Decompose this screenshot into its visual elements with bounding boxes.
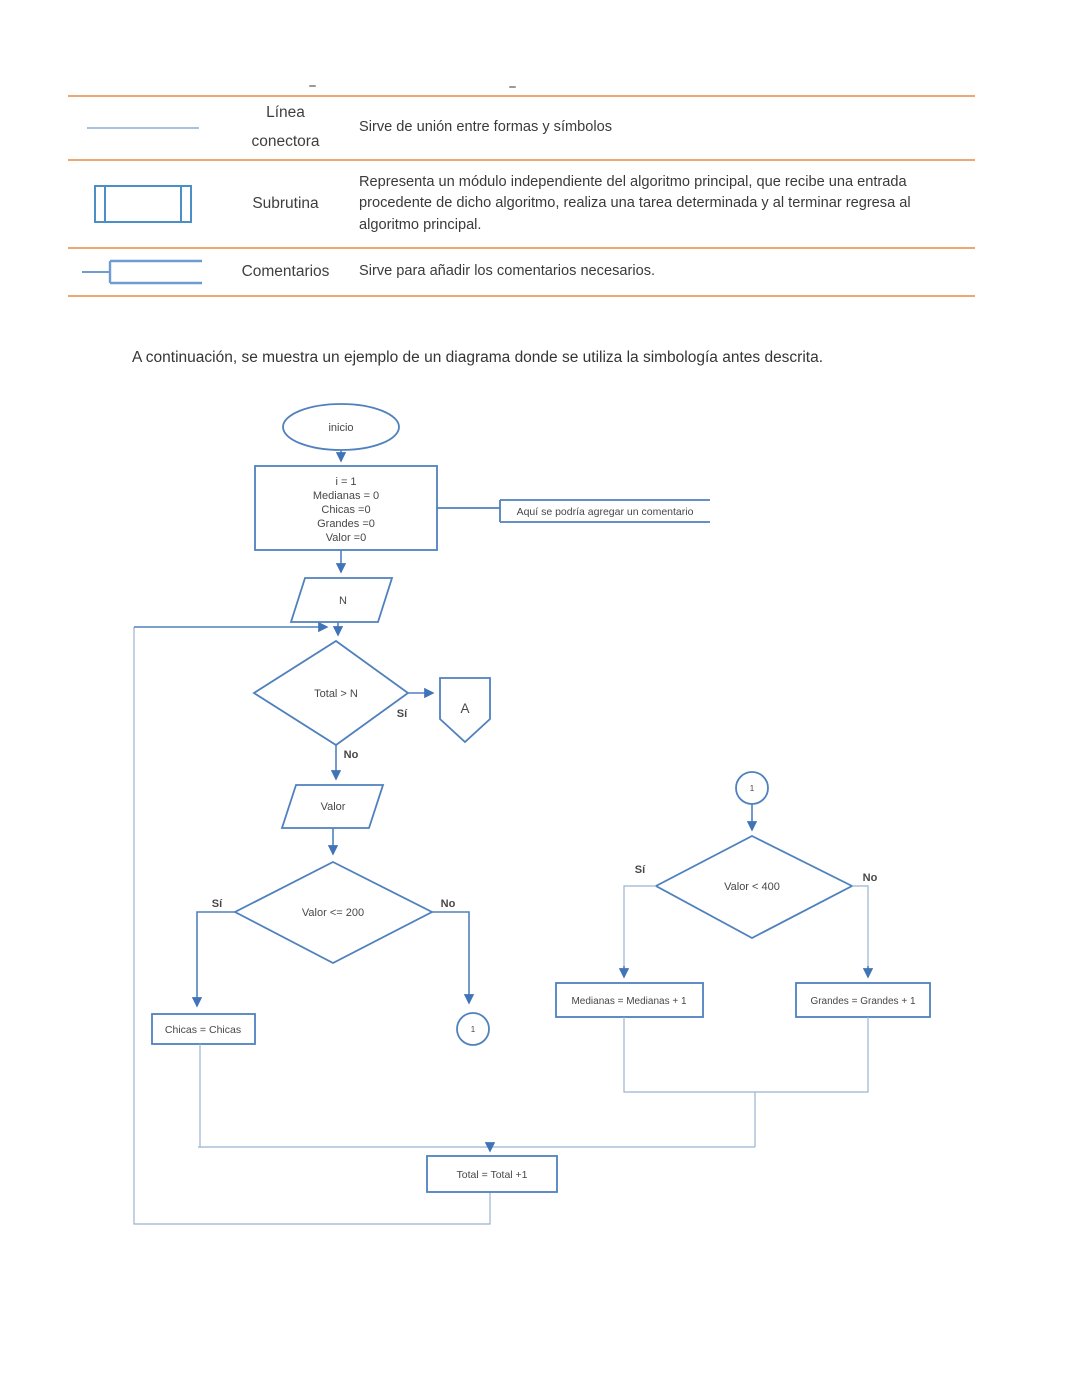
no-label: No bbox=[344, 749, 359, 761]
init-line: Medianas = 0 bbox=[313, 490, 379, 502]
intro-text: A continuación, se muestra un ejemplo de… bbox=[132, 349, 824, 366]
symbol-description: Sirve para añadir los comentarios necesa… bbox=[359, 263, 656, 280]
connector-1-circle bbox=[456, 1012, 490, 1046]
yes-branch-line bbox=[191, 911, 235, 1008]
decision-400-diamond bbox=[654, 834, 854, 940]
loop-back-line bbox=[133, 627, 491, 1225]
symbol-label: Línea conectora bbox=[251, 104, 320, 150]
comment-icon bbox=[68, 258, 218, 286]
symbol-description: Sirve de unión entre formas y símbolos bbox=[359, 119, 613, 136]
connector-1-label: 1 bbox=[471, 1025, 476, 1034]
init-line: i = 1 bbox=[335, 476, 356, 488]
decision-400-label: Valor < 400 bbox=[724, 881, 780, 893]
input-n-label: N bbox=[339, 595, 347, 607]
subroutine-icon bbox=[68, 184, 218, 224]
comment-label: Aquí se podría agregar un comentario bbox=[517, 506, 694, 518]
no-branch-line bbox=[432, 911, 475, 1005]
grandes-label: Grandes = Grandes + 1 bbox=[810, 996, 916, 1007]
yes-branch-line bbox=[623, 885, 656, 971]
decision-200-diamond bbox=[233, 860, 434, 965]
merge-lines bbox=[623, 1017, 869, 1147]
symbol-description: Representa un módulo independiente del a… bbox=[359, 174, 911, 233]
decision-total-label: Total > N bbox=[314, 688, 358, 700]
no-label: No bbox=[441, 898, 456, 910]
crop-mark bbox=[309, 85, 316, 87]
symbol-table: Línea conectora Sirve de unión entre for… bbox=[68, 95, 975, 297]
init-line: Chicas =0 bbox=[321, 504, 370, 516]
medianas-process-box bbox=[555, 982, 704, 1018]
total-label: Total = Total +1 bbox=[456, 1169, 527, 1181]
medianas-label: Medianas = Medianas + 1 bbox=[571, 996, 687, 1007]
comment-bracket bbox=[437, 499, 710, 523]
yes-label: Sí bbox=[635, 864, 646, 876]
yes-label: Sí bbox=[212, 898, 223, 910]
input-n-parallelogram bbox=[289, 577, 394, 623]
offpage-connector-a bbox=[439, 677, 491, 744]
table-row-linea-conectora: Línea conectora Sirve de unión entre for… bbox=[68, 95, 975, 159]
input-valor-label: Valor bbox=[321, 801, 346, 813]
offpage-a-label: A bbox=[460, 701, 469, 716]
yes-label: Sí bbox=[397, 708, 408, 720]
init-line: Grandes =0 bbox=[317, 518, 375, 530]
symbol-label: Comentarios bbox=[241, 262, 330, 280]
symbol-label: Subrutina bbox=[252, 194, 319, 212]
table-row-comentarios: Comentarios Sirve para añadir los coment… bbox=[68, 247, 975, 297]
no-label: No bbox=[863, 872, 878, 884]
connector-line-icon bbox=[68, 122, 218, 134]
decision-200-label: Valor <= 200 bbox=[302, 907, 364, 919]
total-process-box bbox=[426, 1155, 558, 1193]
table-row-subrutina: Subrutina Representa un módulo independi… bbox=[68, 159, 975, 247]
grandes-process-box bbox=[795, 982, 931, 1018]
crop-mark bbox=[509, 86, 516, 88]
chicas-label: Chicas = Chicas bbox=[165, 1024, 241, 1036]
input-valor-parallelogram bbox=[280, 784, 385, 829]
start-label: inicio bbox=[328, 422, 353, 434]
no-branch-line bbox=[852, 885, 869, 971]
chicas-process-box bbox=[151, 1013, 256, 1045]
init-line: Valor =0 bbox=[326, 532, 366, 544]
connector-1-label: 1 bbox=[750, 784, 755, 793]
